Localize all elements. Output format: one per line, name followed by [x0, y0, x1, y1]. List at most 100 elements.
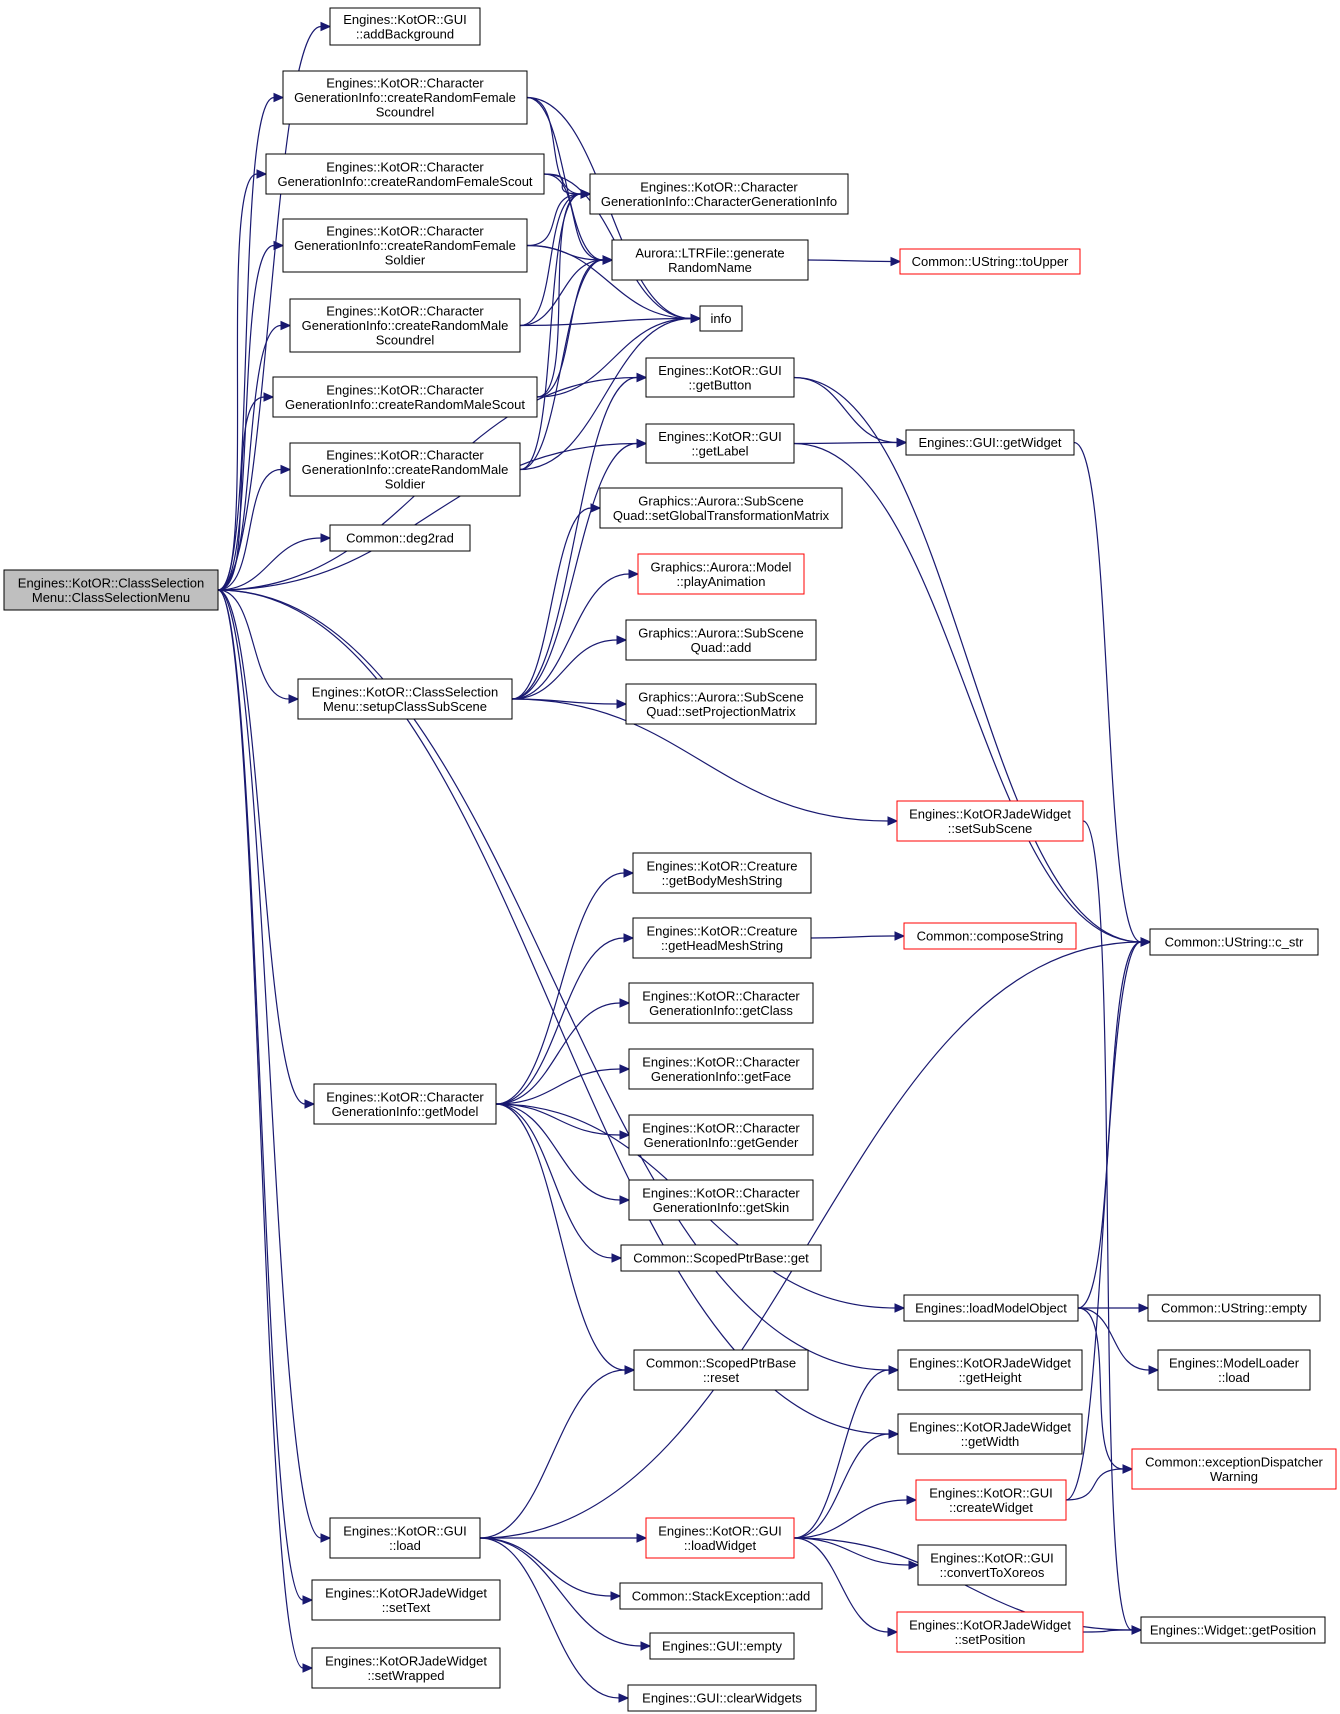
- edge-line: [495, 1068, 621, 1105]
- node-crm-scout[interactable]: Engines::KotOR::CharacterGenerationInfo:…: [272, 376, 538, 418]
- edge-line: [1077, 1307, 1150, 1371]
- node-get-head-mesh[interactable]: Engines::KotOR::Creature::getHeadMeshStr…: [632, 917, 812, 959]
- edge-line: [793, 442, 1142, 943]
- edge-load-model-object-to-exc-warn: [1077, 1307, 1134, 1474]
- node-set-wrapped[interactable]: Engines::KotORJadeWidget::setWrapped: [311, 1647, 501, 1689]
- edge-line: [495, 1103, 621, 1201]
- node-label: Engines::loadModelObject: [915, 1301, 1067, 1316]
- node-crf-scout[interactable]: Engines::KotOR::CharacterGenerationInfo:…: [265, 153, 545, 195]
- edge-arrowhead: [623, 868, 635, 878]
- edge-root-to-set-wrapped: [217, 589, 314, 1673]
- node-box: [329, 524, 471, 552]
- node-ustr-empty[interactable]: Common::UString::empty: [1147, 1294, 1321, 1322]
- node-setup-sub[interactable]: Engines::KotOR::ClassSelectionMenu::setu…: [297, 678, 513, 720]
- node-box: [917, 1544, 1067, 1586]
- edge-arrowhead: [618, 1693, 630, 1703]
- node-get-skin[interactable]: Engines::KotOR::CharacterGenerationInfo:…: [628, 1179, 814, 1221]
- node-label: Engines::KotORJadeWidget: [909, 806, 1071, 821]
- node-to-upper[interactable]: Common::UString::toUpper: [899, 248, 1081, 275]
- node-box: [633, 1349, 809, 1391]
- node-set-text[interactable]: Engines::KotORJadeWidget::setText: [311, 1579, 501, 1621]
- node-set-position[interactable]: Engines::KotORJadeWidget::setPosition: [896, 1611, 1084, 1653]
- node-play-anim[interactable]: Graphics::Aurora::Model::playAnimation: [637, 553, 805, 595]
- edge-arrowhead: [908, 1560, 920, 1570]
- edge-arrowhead: [610, 1591, 622, 1601]
- node-get-height[interactable]: Engines::KotORJadeWidget::getHeight: [897, 1349, 1083, 1391]
- node-get-face[interactable]: Engines::KotOR::CharacterGenerationInfo:…: [628, 1048, 814, 1090]
- node-label: Engines::KotOR::Character: [642, 988, 800, 1003]
- node-convert-xoreos[interactable]: Engines::KotOR::GUI::convertToXoreos: [917, 1544, 1067, 1586]
- node-set-global-tm[interactable]: Graphics::Aurora::SubSceneQuad::setGloba…: [599, 487, 843, 529]
- edge-line: [479, 1537, 642, 1647]
- node-get-gender[interactable]: Engines::KotOR::CharacterGenerationInfo:…: [628, 1114, 814, 1156]
- node-get-button[interactable]: Engines::KotOR::GUI::getButton: [645, 357, 795, 398]
- node-set-sub-scene[interactable]: Engines::KotORJadeWidget::setSubScene: [896, 800, 1084, 842]
- edge-line: [511, 639, 618, 700]
- edge-root-to-gui-load: [217, 589, 332, 1543]
- node-label: Engines::KotOR::GUI: [343, 12, 467, 27]
- node-get-model[interactable]: Engines::KotOR::CharacterGenerationInfo:…: [313, 1083, 497, 1125]
- node-info[interactable]: info: [699, 305, 743, 332]
- node-label: Engines::KotOR::Character: [326, 224, 484, 239]
- node-clear-widgets[interactable]: Engines::GUI::clearWidgets: [627, 1684, 817, 1712]
- node-label: ::load: [1218, 1370, 1250, 1385]
- node-deg2rad[interactable]: Common::deg2rad: [329, 524, 471, 552]
- edge-line: [793, 441, 898, 445]
- node-load-widget[interactable]: Engines::KotOR::GUI::loadWidget: [645, 1517, 795, 1559]
- node-get-body-mesh[interactable]: Engines::KotOR::Creature::getBodyMeshStr…: [632, 852, 812, 894]
- node-stack-add[interactable]: Common::StackException::add: [619, 1582, 823, 1610]
- node-widget-get-pos[interactable]: Engines::Widget::getPosition: [1140, 1616, 1326, 1644]
- node-gui-get-widget[interactable]: Engines::GUI::getWidget: [905, 429, 1075, 456]
- node-box: [628, 1179, 814, 1221]
- edge-arrowhead: [590, 503, 602, 513]
- node-crf-scoundrel[interactable]: Engines::KotOR::CharacterGenerationInfo:…: [282, 70, 528, 125]
- edge-line: [511, 698, 889, 822]
- node-gui-load[interactable]: Engines::KotOR::GUI::load: [329, 1517, 481, 1559]
- edge-gui-load-to-scoped-reset: [479, 1365, 636, 1539]
- node-get-label[interactable]: Engines::KotOR::GUI::getLabel: [645, 423, 795, 464]
- node-box: [915, 1479, 1067, 1521]
- edge-setup-sub-to-set-sub-scene: [511, 698, 899, 826]
- node-set-proj[interactable]: Graphics::Aurora::SubSceneQuad::setProje…: [625, 683, 817, 725]
- node-box: [645, 1517, 795, 1559]
- node-cgi-ctor[interactable]: Engines::KotOR::CharacterGenerationInfo:…: [589, 173, 849, 215]
- node-label: Engines::KotOR::Character: [326, 304, 484, 319]
- edge-line: [217, 324, 282, 591]
- edge-root-to-crm-scout: [217, 392, 275, 591]
- node-get-width[interactable]: Engines::KotORJadeWidget::getWidth: [897, 1413, 1083, 1455]
- edge-line: [495, 1103, 613, 1259]
- edge-arrowhead: [640, 1641, 652, 1651]
- node-model-loader-load[interactable]: Engines::ModelLoader::load: [1157, 1349, 1311, 1391]
- edge-line: [793, 1369, 890, 1539]
- edge-line: [217, 589, 304, 1669]
- node-label: ::reset: [703, 1370, 740, 1385]
- node-crf-soldier[interactable]: Engines::KotOR::CharacterGenerationInfo:…: [282, 218, 528, 273]
- node-label: Engines::KotOR::Character: [326, 1089, 484, 1104]
- edge-setup-sub-to-sub-add: [511, 635, 628, 700]
- node-scoped-get[interactable]: Common::ScopedPtrBase::get: [620, 1244, 822, 1272]
- node-label: Engines::KotOR::Character: [640, 179, 798, 194]
- node-root[interactable]: Engines::KotOR::ClassSelectionMenu::Clas…: [3, 569, 219, 611]
- node-load-model-object[interactable]: Engines::loadModelObject: [903, 1294, 1079, 1322]
- edge-arrowhead: [894, 1303, 906, 1313]
- node-add-background[interactable]: Engines::KotOR::GUI::addBackground: [329, 7, 481, 46]
- node-gui-empty[interactable]: Engines::GUI::empty: [649, 1632, 795, 1660]
- edge-arrowhead: [611, 1253, 623, 1263]
- node-box: [632, 917, 812, 959]
- node-scoped-reset[interactable]: Common::ScopedPtrBase::reset: [633, 1349, 809, 1391]
- node-c-str[interactable]: Common::UString::c_str: [1149, 928, 1319, 956]
- node-label: GenerationInfo::getModel: [332, 1104, 479, 1119]
- node-label: Engines::KotOR::ClassSelection: [18, 575, 204, 590]
- node-label: GenerationInfo::createRandomFemaleScout: [277, 174, 532, 189]
- node-create-widget[interactable]: Engines::KotOR::GUI::createWidget: [915, 1479, 1067, 1521]
- node-compose-string[interactable]: Common::composeString: [903, 922, 1077, 950]
- node-crm-scoundrel[interactable]: Engines::KotOR::CharacterGenerationInfo:…: [289, 298, 521, 353]
- node-get-class[interactable]: Engines::KotOR::CharacterGenerationInfo:…: [628, 982, 814, 1024]
- edge-line: [519, 259, 604, 471]
- node-crm-soldier[interactable]: Engines::KotOR::CharacterGenerationInfo:…: [289, 442, 521, 497]
- node-label: Engines::KotORJadeWidget: [909, 1617, 1071, 1632]
- edge-line: [793, 1537, 910, 1566]
